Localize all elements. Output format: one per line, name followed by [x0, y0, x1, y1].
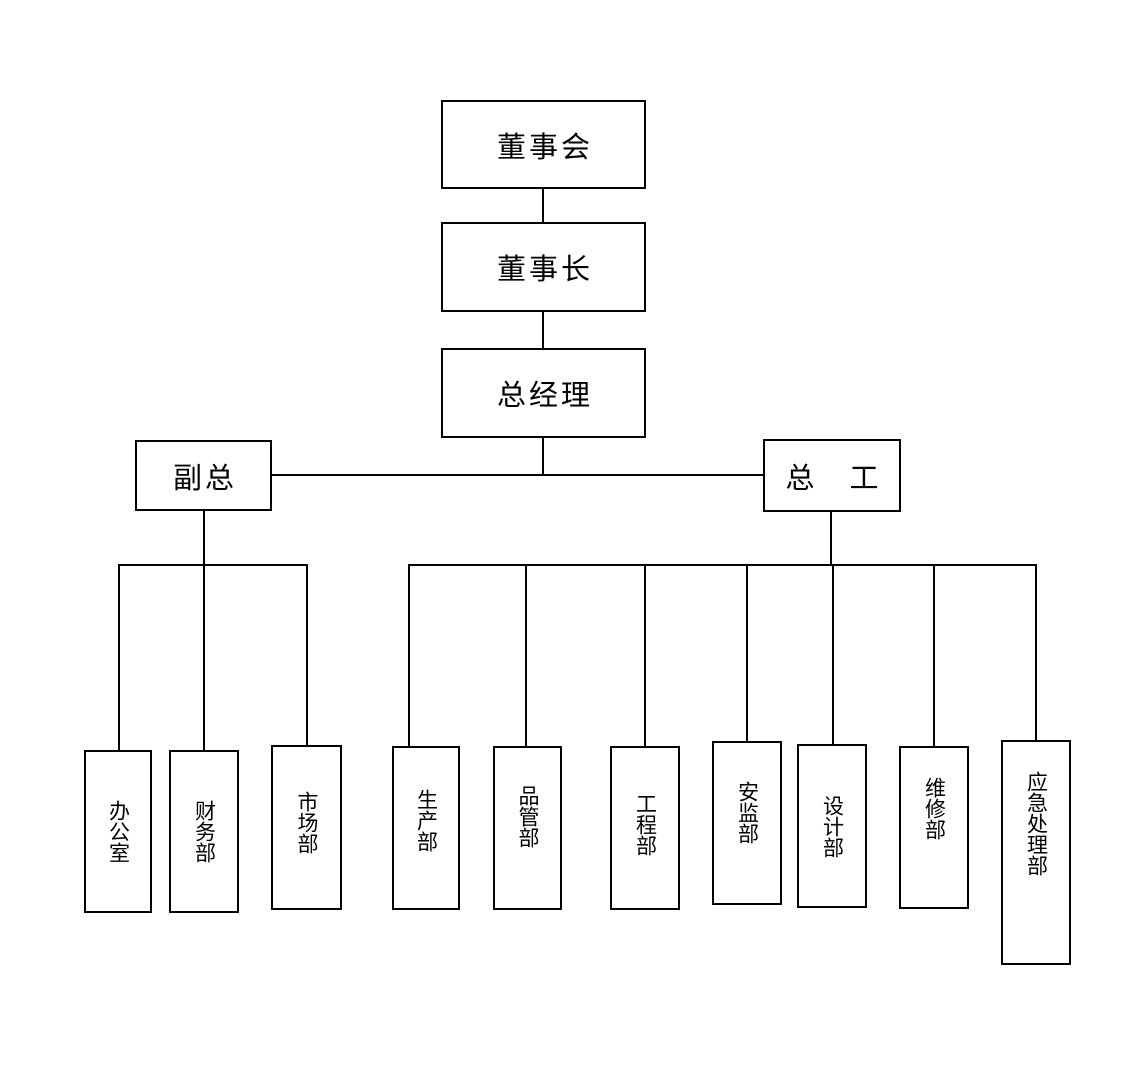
- edge-chief-engineer-bus: [830, 511, 832, 566]
- node-marketing-dept: 市场部: [271, 745, 342, 910]
- node-chairman-label: 董事长: [496, 254, 593, 286]
- edge-bus-right: [408, 564, 1037, 566]
- node-maintenance-dept-label: 维修部: [922, 777, 947, 840]
- node-finance-dept-label: 财务部: [192, 800, 217, 863]
- node-marketing-dept-label: 市场部: [295, 791, 319, 854]
- edge-deputy-gm-bus: [203, 510, 205, 566]
- node-design-dept: 设计部: [797, 744, 867, 908]
- edge-drop-quality: [525, 564, 527, 746]
- node-general-manager-label: 总经理: [496, 380, 593, 412]
- node-deputy-general-manager-label: 副总: [172, 462, 237, 495]
- node-office-label: 办公室: [106, 800, 131, 863]
- edge-drop-production: [408, 564, 410, 746]
- edge-board-chairman: [542, 188, 544, 222]
- edge-bus-left: [118, 564, 308, 566]
- node-board-of-directors: 董事会: [441, 100, 646, 189]
- node-production-dept-label: 生产部: [414, 788, 439, 852]
- edge-general-manager-trunk: [542, 438, 544, 476]
- node-engineering-dept: 工程部: [610, 746, 680, 910]
- edge-chairman-general-manager: [542, 312, 544, 348]
- node-general-manager: 总经理: [441, 348, 646, 438]
- node-safety-supervision-dept: 安监部: [712, 741, 782, 905]
- node-safety-supervision-dept-label: 安监部: [735, 780, 760, 844]
- edge-drop-emergency: [1035, 564, 1037, 740]
- node-engineering-dept-label: 工程部: [633, 792, 658, 856]
- edge-drop-finance: [203, 564, 205, 750]
- node-emergency-response-dept-label: 应急处理部: [1024, 771, 1049, 876]
- node-design-dept-label: 设计部: [820, 794, 845, 858]
- node-chief-engineer-label: 总 工: [785, 462, 882, 495]
- node-deputy-general-manager: 副总: [135, 440, 272, 511]
- edge-trunk-deputy-chief: [272, 474, 763, 476]
- edge-drop-marketing: [306, 564, 308, 745]
- node-quality-control-dept-label: 品管部: [516, 784, 540, 848]
- edge-drop-safety: [746, 564, 748, 741]
- edge-drop-office: [118, 564, 120, 750]
- node-maintenance-dept: 维修部: [899, 746, 969, 909]
- edge-drop-maintenance: [933, 564, 935, 746]
- node-finance-dept: 财务部: [169, 750, 239, 913]
- node-production-dept: 生产部: [392, 746, 460, 910]
- node-board-of-directors-label: 董事会: [496, 131, 593, 164]
- node-quality-control-dept: 品管部: [493, 746, 562, 910]
- node-emergency-response-dept: 应急处理部: [1001, 740, 1071, 965]
- edge-drop-design: [832, 564, 834, 744]
- node-chairman: 董事长: [441, 222, 646, 312]
- node-chief-engineer: 总 工: [763, 439, 901, 512]
- node-office: 办公室: [84, 750, 152, 913]
- edge-drop-engineering: [644, 564, 646, 746]
